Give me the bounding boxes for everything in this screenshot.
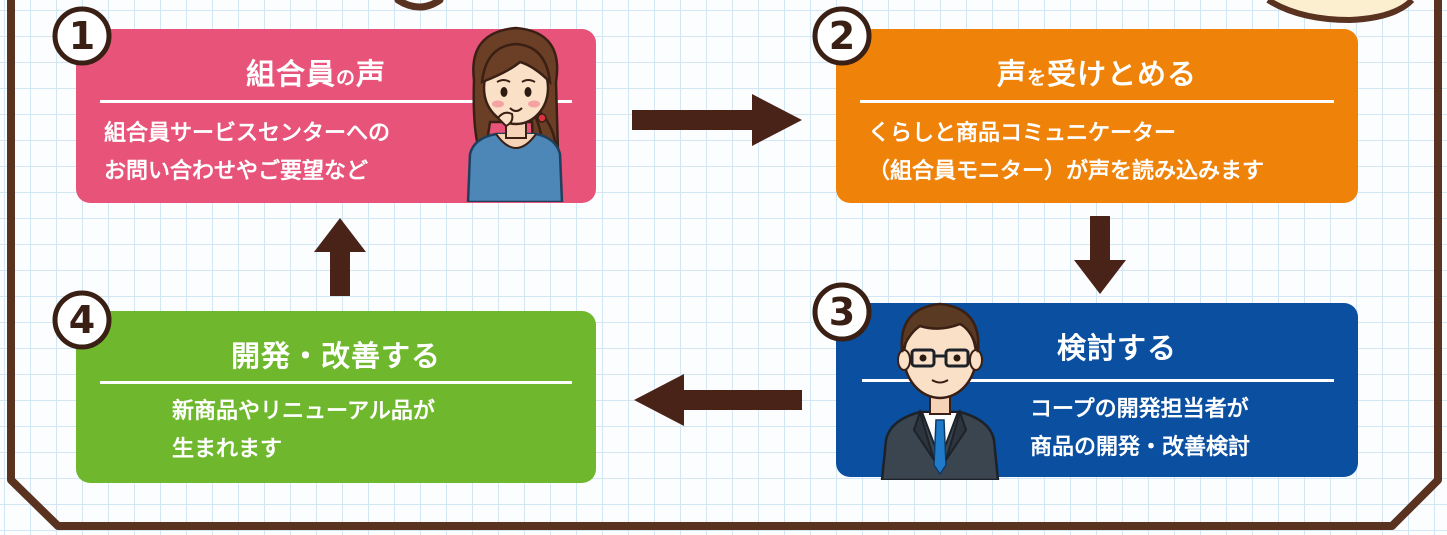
step3-number: 3: [829, 290, 855, 334]
arrow-left-icon: [634, 374, 802, 426]
step2-divider: [860, 100, 1334, 103]
man-illustration: [880, 302, 1000, 480]
step2-description: くらしと商品コミュニケーター （組合員モニター）が声を読み込みます: [868, 115, 1264, 191]
arrow-right-icon: [632, 94, 802, 146]
step4-line-1: 新商品やリニューアル品が: [172, 399, 435, 424]
step2-line-2: （組合員モニター）が声を読み込みます: [868, 159, 1265, 184]
step1-number-badge: 1: [52, 6, 112, 66]
step4-divider: [100, 381, 572, 384]
arrow-down-icon: [1074, 216, 1126, 294]
step2-number: 2: [829, 14, 855, 58]
step1-line-2: お問い合わせやご要望など: [104, 159, 369, 184]
step3-line-2: 商品の開発・改善検討: [1030, 435, 1251, 460]
arrow-up-icon: [314, 218, 366, 296]
step1-title-particle: の: [335, 67, 356, 89]
step2-title-end: 受けとめる: [1047, 57, 1198, 91]
step1-title-end: 声: [356, 57, 387, 91]
step4-description: 新商品やリニューアル品が 生まれます: [172, 393, 435, 469]
step1-title: 組合員の声: [36, 51, 596, 93]
step2-title-particle: を: [1026, 67, 1047, 89]
woman-illustration: [466, 26, 564, 202]
step2-title-main: 声: [996, 57, 1027, 91]
step4-number: 4: [69, 298, 95, 342]
step3-title: 検討する: [876, 325, 1358, 367]
step1-number: 1: [69, 14, 95, 58]
step2-number-badge: 2: [812, 6, 872, 66]
step1-description: 組合員サービスセンターへの お問い合わせやご要望など: [104, 115, 390, 191]
step4-line-2: 生まれます: [172, 437, 283, 462]
step1-title-main: 組合員: [245, 57, 336, 91]
step3-description: コープの開発担当者が 商品の開発・改善検討: [1030, 391, 1250, 467]
step3-number-badge: 3: [812, 282, 872, 342]
step3-divider: [862, 379, 1334, 382]
step3-line-1: コープの開発担当者が: [1030, 397, 1249, 422]
step4-card: 開発・改善する 新商品やリニューアル品が 生まれます: [76, 311, 596, 483]
step2-title: 声を受けとめる: [836, 51, 1358, 93]
step3-title-text: 検討する: [1056, 331, 1177, 365]
step1-divider: [100, 100, 572, 103]
step1-line-1: 組合員サービスセンターへの: [104, 121, 391, 146]
step4-number-badge: 4: [52, 290, 112, 350]
step2-card: 声を受けとめる くらしと商品コミュニケーター （組合員モニター）が声を読み込みま…: [836, 29, 1358, 203]
step4-title: 開発・改善する: [76, 333, 596, 375]
step4-title-text: 開発・改善する: [230, 339, 441, 373]
step2-line-1: くらしと商品コミュニケーター: [868, 121, 1177, 146]
